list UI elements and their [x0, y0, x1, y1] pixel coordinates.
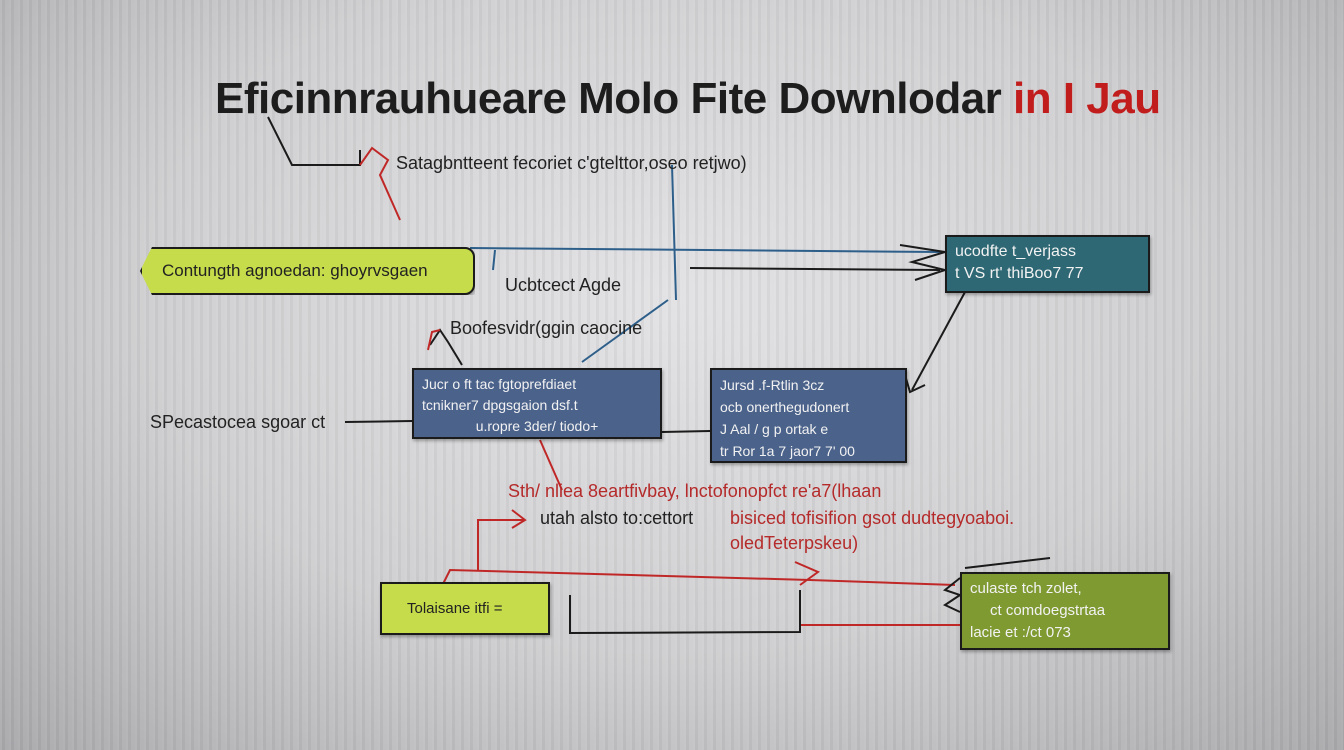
node-green-bottom: Tolaisane itfi = — [380, 582, 550, 635]
connector-short-blue — [492, 249, 496, 271]
node-blue-left-line: u.ropre 3der/ tiodo+ — [475, 418, 599, 434]
page-title: Eficinnrauhueare Molo Fite Downlodar in … — [215, 74, 1161, 124]
connector-blue-vertical — [671, 164, 677, 301]
node-blue-right-line: J Aal / g p ortak e — [720, 421, 829, 437]
connector-red-long — [439, 568, 956, 591]
annotation-red-2: bisiced tofisifion gsot dudtegyoaboi. — [730, 508, 1015, 528]
arrowhead-red-loop — [511, 509, 527, 529]
node-green-top-text: Contungth agnoedan: ghoyrvsgaen — [162, 261, 428, 280]
node-green-bottom-text: Tolaisane itfi = — [407, 600, 503, 617]
annotation-top: Satagbntteent fecoriet c'gtelttor,oseo r… — [396, 153, 747, 173]
node-blue-left-line: tcnikner7 dpgsgaion dsf.t — [422, 397, 578, 413]
connector-olive-top — [964, 557, 1051, 569]
node-blue-right-line: ocb onerthegudonert — [720, 399, 850, 415]
connector-red-down — [539, 439, 563, 491]
arrowhead-olive — [942, 577, 963, 613]
node-teal-line: ucodfte t_verjass — [955, 243, 1076, 260]
annotation-left-label: SPecastocea sgoar ct — [150, 412, 326, 432]
node-teal: ucodfte t_verjass t VS rt' thiBoo7 77 — [945, 235, 1150, 293]
node-blue-left-line: Jucr o ft tac fgtoprefdiaet — [422, 376, 577, 392]
node-olive-line: ct comdoegstrtaa — [990, 602, 1106, 619]
title-accent: in I Jau — [1001, 74, 1161, 123]
connector-left-label — [344, 420, 413, 423]
connector-teal-to-blue — [911, 291, 966, 391]
node-olive-line: lacie et :/ct 073 — [970, 624, 1071, 641]
node-blue-right: Jursd .f-Rtlin 3cz ocb onerthegudonert J… — [710, 368, 907, 463]
connector-blue-boxes — [661, 430, 711, 433]
connector-top-red — [359, 146, 401, 221]
arrowhead-teal — [899, 244, 949, 281]
node-olive: culaste tch zolet, ct comdoegstrtaa laci… — [960, 572, 1170, 650]
node-blue-right-line: Jursd .f-Rtlin 3cz — [720, 377, 825, 393]
node-blue-left: Jucr o ft tac fgtoprefdiaet tcnikner7 dp… — [412, 368, 662, 439]
annotation-red-1: Sth/ nliea 8eartfivbay, lnctofonopfct re… — [508, 481, 882, 501]
red-hook-mark — [427, 329, 441, 351]
annotation-mid-label: Ucbtcect Agde — [505, 275, 622, 295]
node-olive-line: culaste tch zolet, — [970, 580, 1082, 597]
annotation-red-3: oledTeterpskeu) — [730, 533, 859, 553]
annotation-black: utah alsto to:cettort — [540, 508, 694, 528]
connector-to-teal — [689, 267, 941, 271]
node-blue-right-line: tr Ror 1a 7 jaor7 7' 00 — [720, 443, 855, 459]
connector-red-loop — [477, 519, 525, 570]
connector-red-hook — [429, 328, 463, 366]
connector-black-bracket — [569, 590, 801, 635]
connector-title-bracket — [267, 116, 361, 166]
connector-middle-up — [581, 299, 669, 363]
node-green-top: Contungth agnoedan: ghoyrvsgaen — [140, 247, 475, 295]
red-arrow-mid — [794, 561, 821, 586]
node-teal-line: t VS rt' thiBoo7 77 — [955, 265, 1084, 282]
annotation-middle: Boofesvidr(ggin caocine — [450, 318, 643, 338]
title-main: Eficinnrauhueare Molo Fite Downlodar — [215, 74, 1002, 123]
connector-blue-horizontal — [469, 247, 941, 253]
